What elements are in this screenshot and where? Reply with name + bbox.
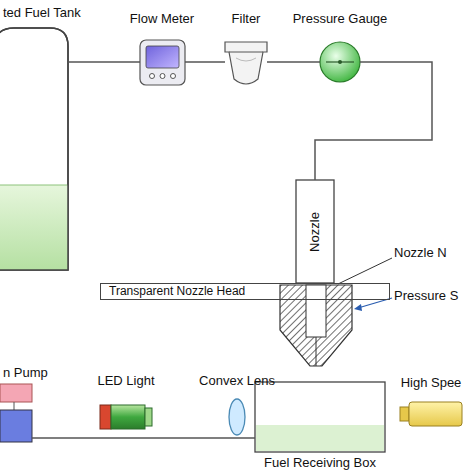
- filter: Filter: [225, 40, 267, 86]
- node-label: High Spee: [401, 376, 462, 391]
- convex-lens: Convex Lens: [229, 399, 245, 435]
- nozzle-body: [296, 180, 334, 283]
- node-label: Nozzle: [308, 212, 323, 252]
- pump-icon: [0, 384, 32, 442]
- pressure-gauge-icon: [320, 42, 360, 82]
- node-label: Pressure Gauge: [293, 12, 388, 27]
- part-label: Nozzle N: [394, 246, 447, 261]
- nozzle-tip: [280, 285, 352, 366]
- node-label: Flow Meter: [130, 12, 194, 27]
- led-icon: [100, 405, 152, 429]
- fuel-tank: ted Fuel Tank: [0, 28, 68, 270]
- pipe-line: [185, 61, 225, 63]
- transparent-nozzle-head: Transparent Nozzle Head: [100, 283, 390, 300]
- node-label: Convex Lens: [199, 374, 275, 389]
- flow-meter-icon: [140, 40, 185, 85]
- part-label: Pressure S: [394, 289, 458, 304]
- pump: n Pump: [0, 384, 32, 442]
- fuel-receiving-box: [255, 382, 385, 452]
- led-light: LED Light: [100, 405, 152, 429]
- pipe-line: [315, 62, 432, 180]
- node-label: n Pump: [3, 366, 48, 381]
- node-label: ted Fuel Tank: [3, 6, 81, 21]
- pipe-line: [68, 61, 140, 63]
- node-label: Fuel Receiving Box: [264, 456, 376, 471]
- leader-line: [338, 258, 392, 284]
- node-label: LED Light: [97, 374, 154, 389]
- nozzle: Nozzle: [296, 180, 334, 283]
- camera-icon: [400, 402, 462, 426]
- pipe-line: [267, 61, 320, 63]
- flow-meter: Flow Meter: [140, 40, 185, 85]
- fuel-receiving-box: Fuel Receiving Box: [255, 382, 385, 452]
- node-label: Filter: [232, 12, 261, 27]
- high-speed-camera: High Spee: [400, 402, 462, 426]
- node-label: Transparent Nozzle Head: [109, 285, 245, 299]
- convex-lens-icon: [229, 399, 245, 435]
- fuel-tank: [0, 28, 68, 270]
- pipe-line: [32, 437, 255, 439]
- pressure-gauge: Pressure Gauge: [320, 42, 360, 82]
- filter-icon: [225, 42, 267, 84]
- leader-arrowhead: [354, 304, 362, 311]
